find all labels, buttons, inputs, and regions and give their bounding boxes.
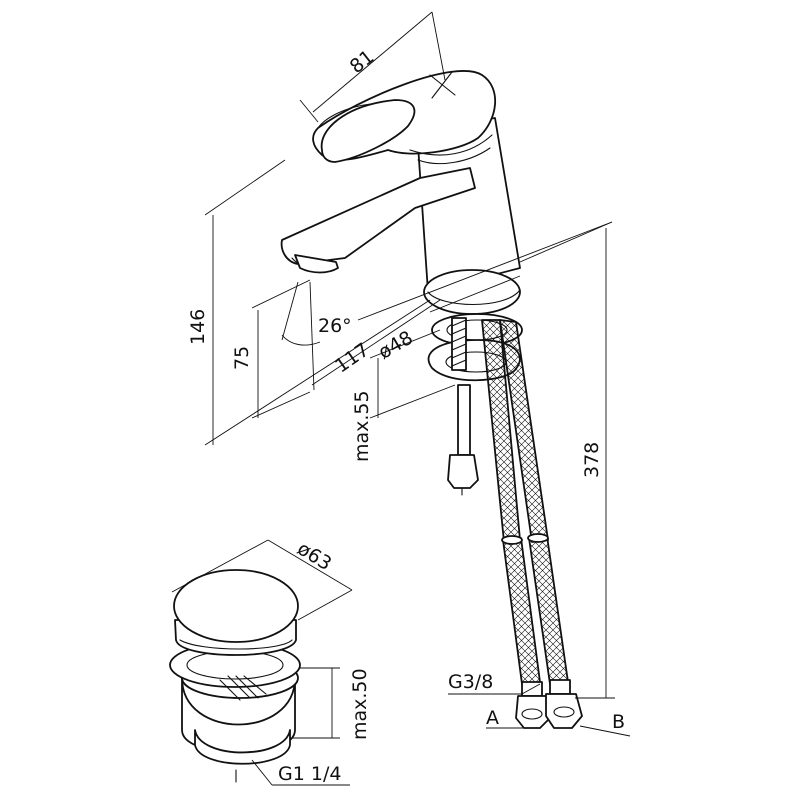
label-hose-length: 378 xyxy=(581,442,603,478)
threaded-stud xyxy=(447,384,479,496)
label-handle-width: 81 xyxy=(346,46,379,78)
pop-up-waste xyxy=(169,569,301,783)
label-total-height: 146 xyxy=(187,309,209,345)
label-spout-height: 75 xyxy=(231,346,253,370)
hose-fittings xyxy=(515,679,583,729)
label-connector-b: B xyxy=(612,711,625,733)
label-waste-thread: G1 1/4 xyxy=(278,763,341,785)
label-waste-height: max.50 xyxy=(349,668,371,740)
label-spout-angle: 26° xyxy=(318,315,352,337)
flexible-hoses xyxy=(481,319,569,685)
label-hose-thread: G3/8 xyxy=(448,671,493,693)
label-waste-diameter: ø63 xyxy=(293,538,335,576)
lever-handle xyxy=(312,70,496,165)
label-max-deck: max.55 xyxy=(351,390,373,462)
spout xyxy=(280,167,476,274)
dimension-lines xyxy=(171,11,631,786)
label-spout-reach: 117 xyxy=(331,339,373,378)
faucet-body xyxy=(417,117,521,315)
label-base-diameter: ø48 xyxy=(375,327,417,364)
label-connector-a: A xyxy=(486,707,499,729)
